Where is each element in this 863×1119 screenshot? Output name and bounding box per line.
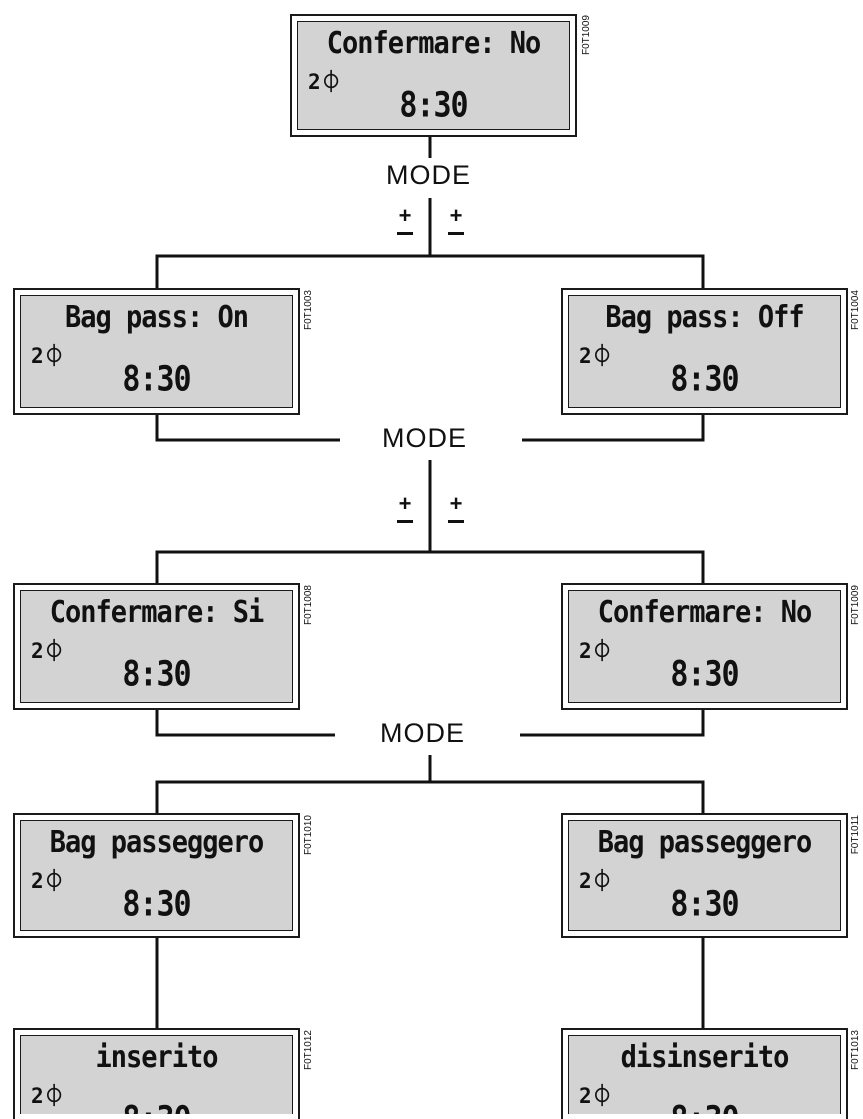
lcd-screen-bag-passenger-right: Bag passeggero 2⏀ 8:30 (561, 813, 848, 938)
lcd-line-1: Confermare: No (326, 26, 542, 61)
lcd-time: 8:30 (122, 654, 191, 695)
minus-sign (397, 520, 413, 523)
figure-code: F0T1011 (850, 815, 861, 855)
minus-sign (448, 232, 464, 235)
figure-code: F0T1004 (850, 290, 861, 331)
plus-sign: + (449, 491, 463, 516)
lcd-line-2: 2⏀ (579, 1084, 613, 1108)
lcd-screen-removed: disinserito 2⏀ 8:30 (561, 1028, 848, 1119)
plus-minus-left-2: + (395, 491, 415, 523)
lcd-line-2: 2⏀ (308, 70, 342, 94)
lcd-screen-bag-on: Bag pass: On 2⏀ 8:30 (13, 288, 300, 415)
lcd-line-1: Confermare: No (597, 595, 813, 630)
lcd-time: 8:30 (122, 884, 191, 925)
lcd-screen-confirm-yes: Confermare: Si 2⏀ 8:30 (13, 583, 300, 710)
figure-code: F0T1010 (303, 815, 314, 856)
wire-merge1-right (522, 415, 705, 442)
minus-sign (448, 520, 464, 523)
wire-split3 (155, 780, 705, 815)
lcd-line-1: disinserito (620, 1040, 790, 1075)
minus-sign (397, 232, 413, 235)
lcd-line-2: 2⏀ (579, 869, 613, 893)
lcd-line-1: Bag passeggero (597, 825, 813, 860)
lcd-screen-bag-off: Bag pass: Off 2⏀ 8:30 (561, 288, 848, 415)
plus-sign: + (449, 203, 463, 228)
lcd-line-1: Confermare: Si (49, 595, 265, 630)
figure-code: F0T1003 (303, 290, 314, 331)
wire-split2 (155, 550, 705, 585)
mode-label-2: MODE (376, 423, 473, 454)
lcd-time: 8:30 (122, 359, 191, 400)
lcd-line-1: Bag pass: On (64, 300, 249, 335)
wire-merge1-left (155, 415, 340, 442)
plus-minus-right-1: + (446, 203, 466, 235)
lcd-line-1: Bag passeggero (49, 825, 265, 860)
lcd-line-2: 2⏀ (31, 639, 65, 663)
lcd-line-1: Bag pass: Off (605, 300, 804, 335)
wire-merge2-left (155, 710, 335, 737)
mode-label-3: MODE (374, 718, 471, 749)
wire-split1 (155, 254, 705, 290)
lcd-screen-bag-passenger-left: Bag passeggero 2⏀ 8:30 (13, 813, 300, 938)
lcd-time: 8:30 (399, 85, 468, 126)
figure-code: F0T1013 (850, 1030, 861, 1071)
lcd-time: 8:30 (670, 884, 739, 925)
plus-minus-left-1: + (395, 203, 415, 235)
plus-minus-right-2: + (446, 491, 466, 523)
mode-label-1: MODE (380, 160, 477, 191)
lcd-screen-inserted: inserito 2⏀ 8:30 (13, 1028, 300, 1119)
lcd-screen-confirm-no: Confermare: No 2⏀ 8:30 (561, 583, 848, 710)
figure-code: F0T1012 (303, 1030, 314, 1071)
lcd-screen-top: Confermare: No 2⏀ 8:30 (290, 14, 577, 137)
lcd-line-1: inserito (95, 1040, 218, 1075)
lcd-time: 8:30 (569, 1099, 840, 1114)
lcd-time: 8:30 (21, 1099, 292, 1114)
wire-merge2-right (520, 710, 705, 737)
lcd-time: 8:30 (670, 359, 739, 400)
lcd-line-2: 2⏀ (579, 639, 613, 663)
figure-code: F0T1009 (581, 15, 592, 56)
lcd-line-2: 2⏀ (31, 1084, 65, 1108)
figure-code: F0T1009 (850, 585, 861, 626)
lcd-line-2: 2⏀ (31, 344, 65, 368)
figure-code: F0T1008 (303, 585, 314, 626)
plus-sign: + (398, 491, 412, 516)
plus-sign: + (398, 203, 412, 228)
lcd-time: 8:30 (670, 654, 739, 695)
lcd-line-2: 2⏀ (31, 869, 65, 893)
lcd-line-2: 2⏀ (579, 344, 613, 368)
